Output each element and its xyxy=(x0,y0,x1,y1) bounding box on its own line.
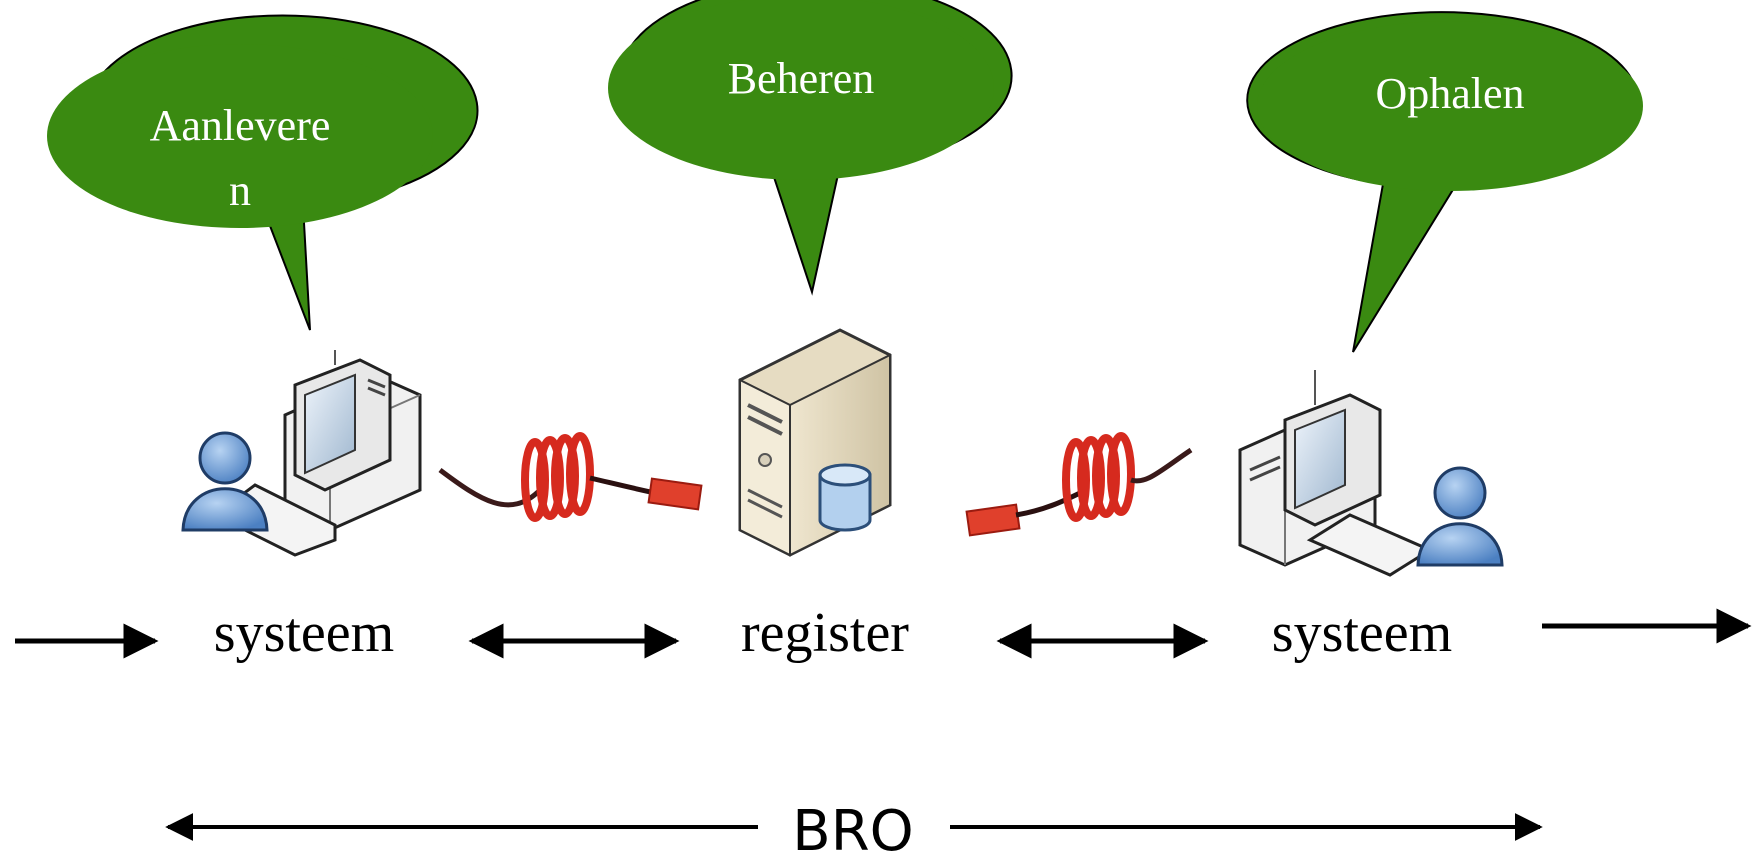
bubble-text-aanleveren-line2: n xyxy=(229,166,251,215)
speech-bubble-aanleveren: Aanlevere n xyxy=(47,14,479,331)
cable-icon xyxy=(965,432,1193,537)
speech-bubble-beheren: Beheren xyxy=(608,0,1013,296)
node-label-systeem-right: systeem xyxy=(1272,602,1452,664)
database-cylinder-icon xyxy=(818,463,872,532)
bubble-text-ophalen: Ophalen xyxy=(1375,69,1524,118)
node-label-systeem-left: systeem xyxy=(214,602,394,664)
speech-bubble-ophalen: Ophalen xyxy=(1246,11,1643,353)
bubble-text-beheren: Beheren xyxy=(728,54,875,103)
node-label-register: register xyxy=(741,602,909,664)
computer-user-icon xyxy=(1238,370,1504,577)
cable-icon xyxy=(438,432,703,522)
bro-label: BRO xyxy=(792,799,913,857)
database-server-icon xyxy=(738,328,892,557)
bubble-text-aanleveren-line1: Aanlevere xyxy=(150,101,331,150)
user-computer-icon xyxy=(181,350,422,557)
